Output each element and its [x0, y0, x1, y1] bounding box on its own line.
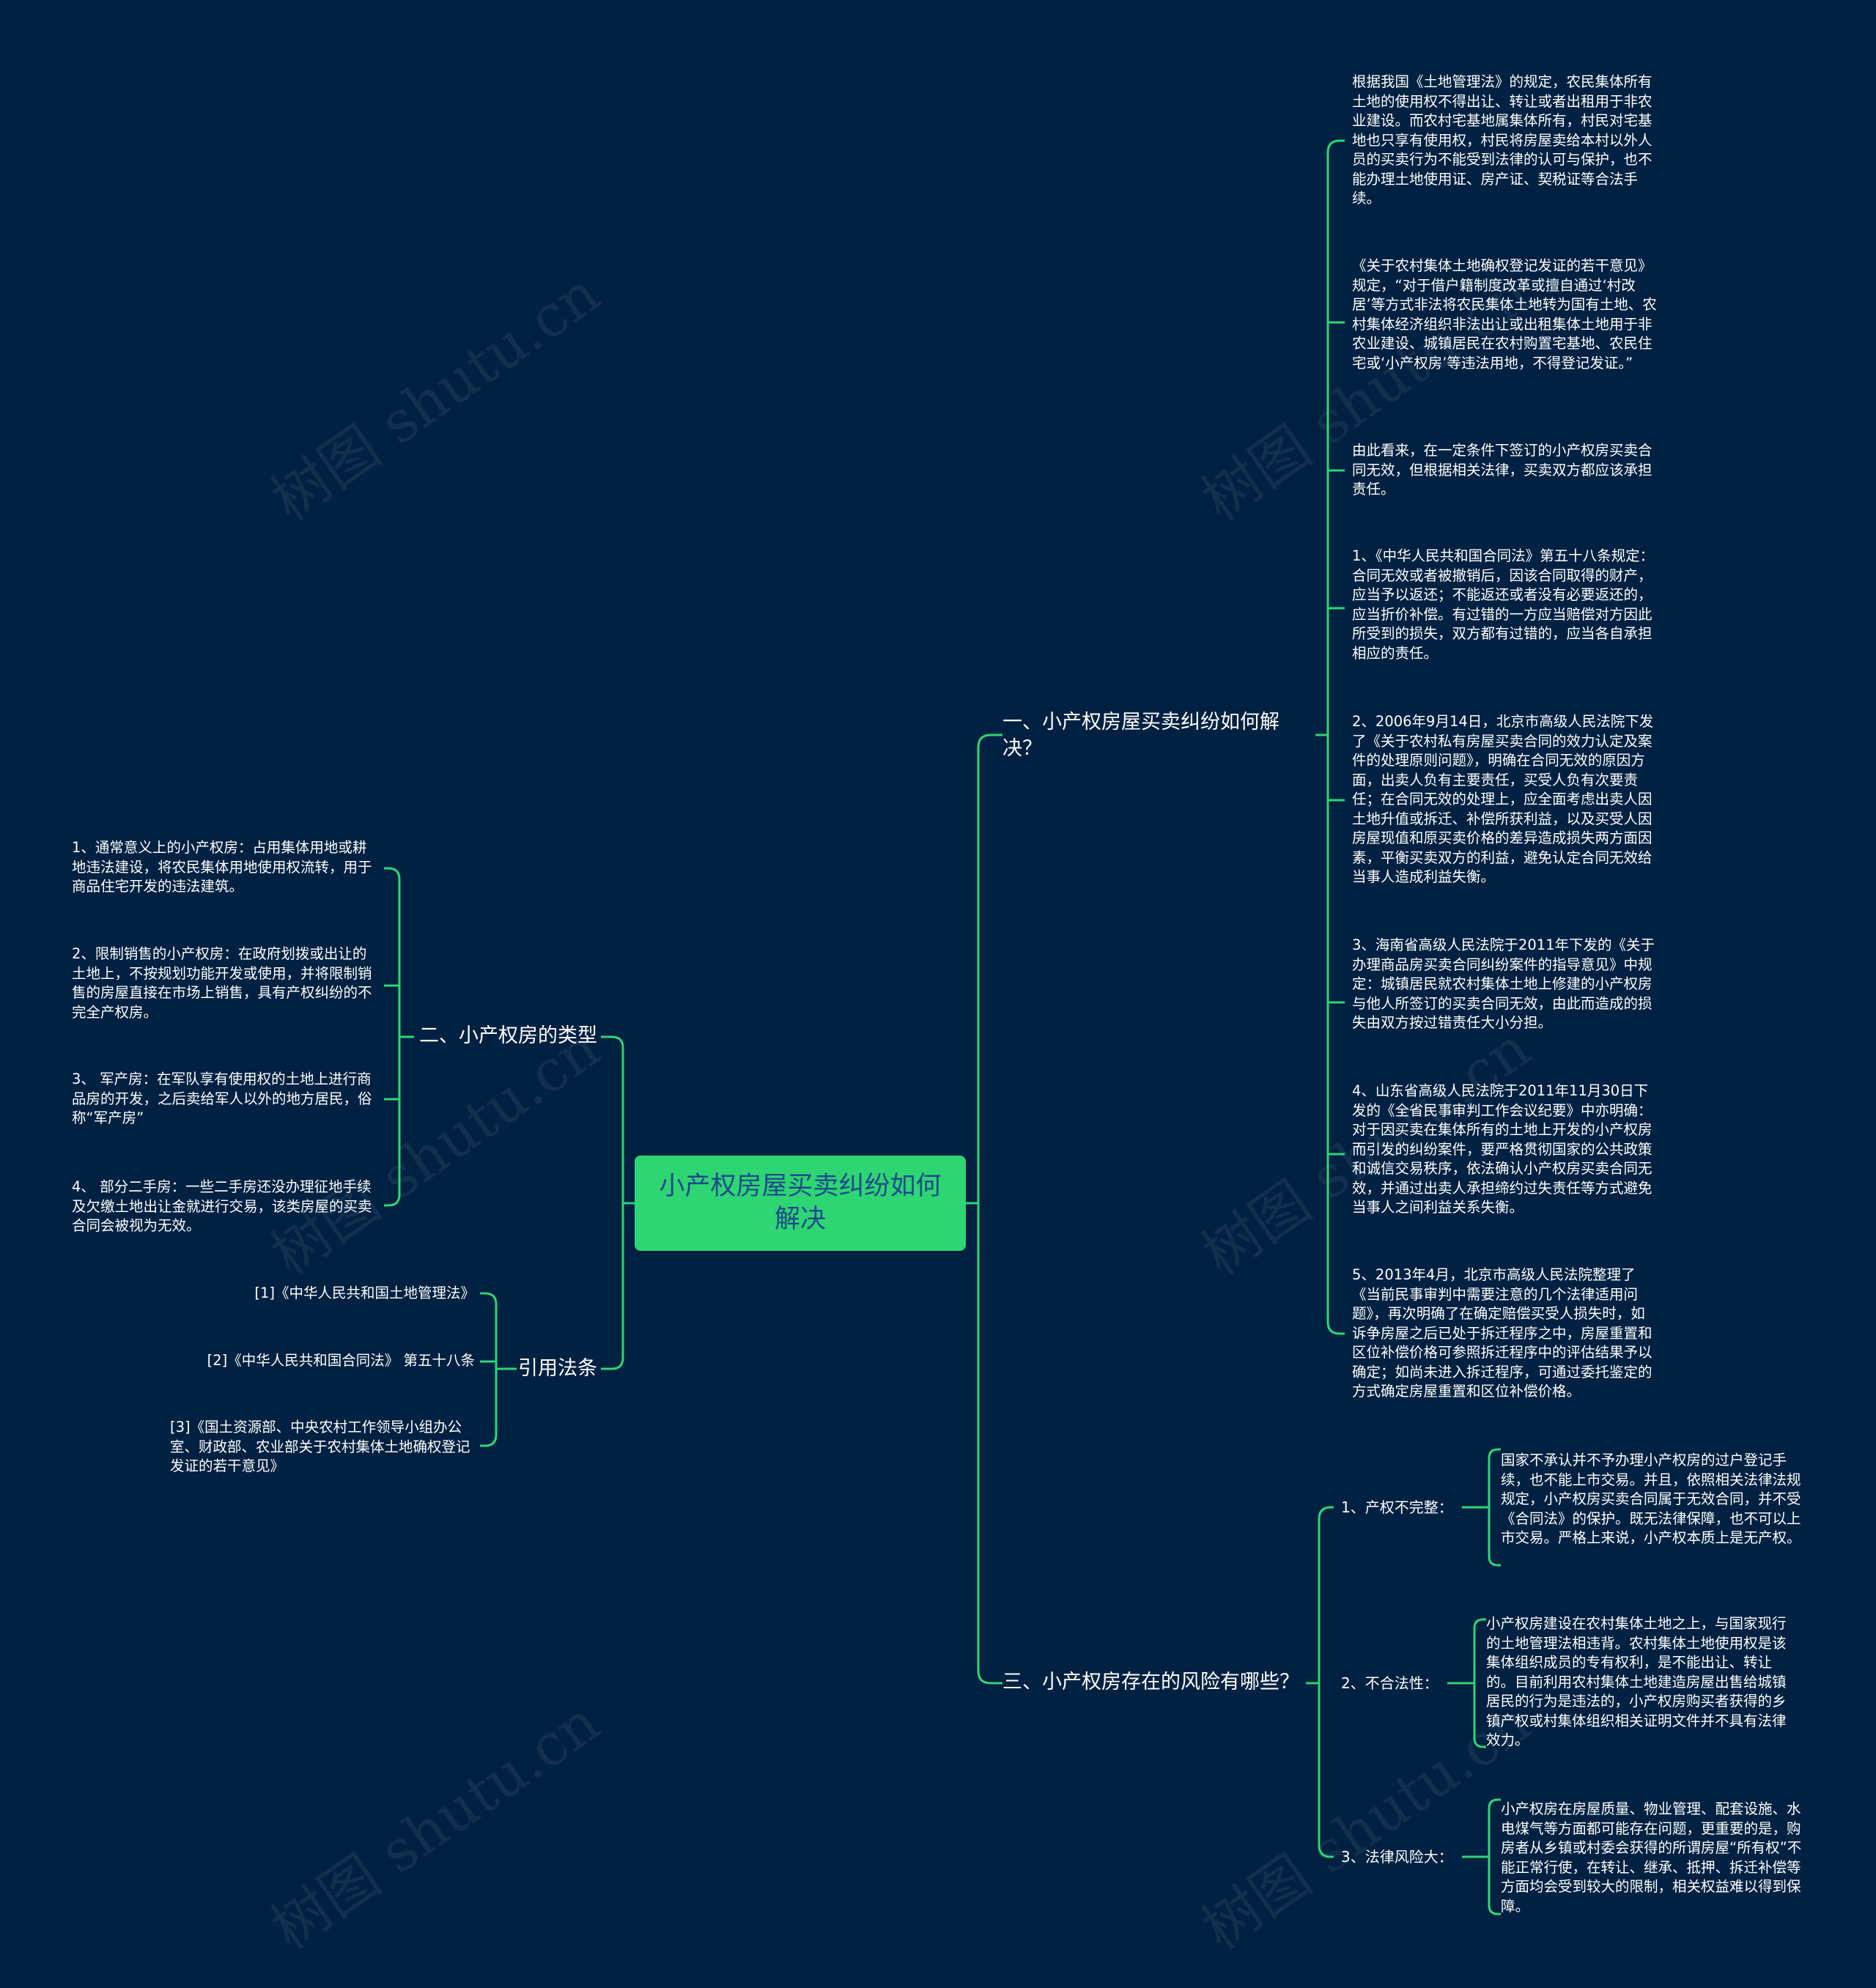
b1-item-2: 《关于农村集体土地确权登记发证的若干意见》规定，“对于借户籍制度改革或擅自通过‘… — [1352, 257, 1657, 372]
branch-citations[interactable]: 引用法条 — [518, 1357, 597, 1380]
b4-item-1: [1]《中华人民共和国土地管理法》 — [254, 1285, 475, 1301]
b2-item-1: 1、通常意义上的小产权房：占用集体用地或耕地违法建设，将农民集体用地使用权流转，… — [72, 839, 372, 895]
b1-item-4: 1、《中华人民共和国合同法》第五十八条规定：合同无效或者被撤销后，因该合同取得的… — [1352, 547, 1655, 662]
b4-item-3: [3]《国土资源部、中央农村工作领导小组办公室、财政部、农业部关于农村集体土地确… — [170, 1419, 470, 1474]
branch-dispute-resolution[interactable]: 一、小产权房屋买卖纠纷如何解决？ — [1002, 711, 1279, 760]
central-topic[interactable]: 小产权房屋买卖纠纷如何解决 — [635, 1156, 966, 1251]
b3-sub-1-label[interactable]: 1、产权不完整： — [1341, 1499, 1453, 1516]
b3-sub-3-label[interactable]: 3、法律风险大： — [1341, 1848, 1453, 1866]
b1-item-7: 4、山东省高级人民法院于2011年11月30日下发的《全省民事审判工作会议纪要》… — [1352, 1082, 1652, 1216]
branch-types[interactable]: 二、小产权房的类型 — [419, 1024, 597, 1047]
b4-item-2: [2]《中华人民共和国合同法》 第五十八条 — [207, 1352, 475, 1369]
b1-item-8: 5、2013年4月，北京市高级人民法院整理了《当前民事审判中需要注意的几个法律适… — [1352, 1266, 1652, 1400]
b1-item-5: 2、2006年9月14日，北京市高级人民法院下发了《关于农村私有房屋买卖合同的效… — [1352, 713, 1654, 885]
branch-risks[interactable]: 三、小产权房存在的风险有哪些？ — [1002, 1671, 1299, 1693]
b3-sub-2-text: 小产权房建设在农村集体土地之上，与国家现行的土地管理法相违背。农村集体土地使用权… — [1486, 1615, 1787, 1748]
b3-sub-1-text: 国家不承认并不予办理小产权房的过户登记手续，也不能上市交易。并且，依照相关法律法… — [1501, 1452, 1801, 1546]
b3-sub-3-text: 小产权房在房屋质量、物业管理、配套设施、水电煤气等方面都可能存在问题，更重要的是… — [1501, 1800, 1802, 1915]
b3-sub-2-label[interactable]: 2、不合法性： — [1341, 1674, 1439, 1692]
b1-item-1: 根据我国《土地管理法》的规定，农民集体所有土地的使用权不得出让、转让或者出租用于… — [1352, 73, 1652, 207]
b1-item-3: 由此看来，在一定条件下签订的小产权房买卖合同无效，但根据相关法律，买卖双方都应该… — [1352, 442, 1652, 498]
b2-item-3: 3、 军产房：在军队享有使用权的土地上进行商品房的开发，之后卖给军人以外的地方居… — [72, 1071, 372, 1126]
b2-item-4: 4、 部分二手房：一些二手房还没办理征地手续及欠缴土地出让金就进行交易，该类房屋… — [72, 1178, 372, 1234]
b2-item-2: 2、限制销售的小产权房：在政府划拨或出让的土地上，不按规划功能开发或使用，并将限… — [72, 945, 372, 1021]
b1-item-6: 3、海南省高级人民法院于2011年下发的《关于办理商品房买卖合同纠纷案件的指导意… — [1352, 936, 1655, 1031]
